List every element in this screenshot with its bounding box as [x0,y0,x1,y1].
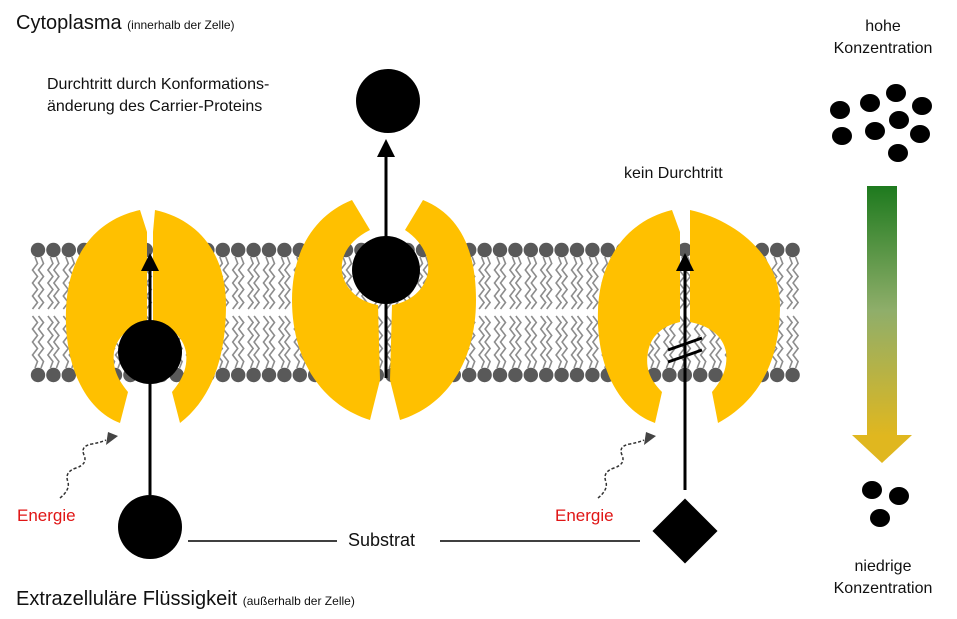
passage-line-1: Durchtritt durch Konformations- [47,76,270,93]
energy-label-right: Energie [555,506,614,525]
low-conc-line-1: niedrige [854,558,912,575]
energy-wave-right [597,432,656,499]
blocked-mark [667,348,703,364]
substrate-diamond [652,498,718,564]
concentration-gradient-arrow [852,186,912,463]
low-conc-line-2: Konzentration [833,580,933,597]
extracellular-label: Extrazelluläre Flüssigkeit (außerhalb de… [16,588,355,611]
high-conc-line-1: hohe [865,18,901,35]
carrier-protein-blocked [597,210,780,490]
low-concentration-label: niedrige Konzentration [818,556,948,600]
cytoplasm-label: Cytoplasma (innerhalb der Zelle) [16,12,235,35]
carrier-protein-open-inside [292,69,476,420]
extracellular-note: (außerhalb der Zelle) [242,594,355,608]
blocked-mark [667,336,703,352]
passage-label: Durchtritt durch Konformations- änderung… [47,74,269,118]
extracellular-title: Extrazelluläre Flüssigkeit [16,588,238,610]
low-concentration-dots [862,481,909,527]
substrate-circle-outside [118,495,182,559]
energy-wave-left [59,432,118,499]
high-concentration-label: hohe Konzentration [818,16,948,60]
carrier-protein-open-outside [65,210,226,495]
passage-line-2: änderung des Carrier-Proteins [47,98,263,115]
substrate-label: Substrat [348,530,416,550]
no-passage-label: kein Durchtritt [624,165,723,182]
high-conc-line-2: Konzentration [833,40,933,57]
substrate-circle-released [356,69,420,133]
cytoplasm-title: Cytoplasma [16,12,122,34]
energy-label-left: Energie [17,506,76,525]
cytoplasm-note: (innerhalb der Zelle) [127,18,235,32]
high-concentration-dots [830,84,932,162]
